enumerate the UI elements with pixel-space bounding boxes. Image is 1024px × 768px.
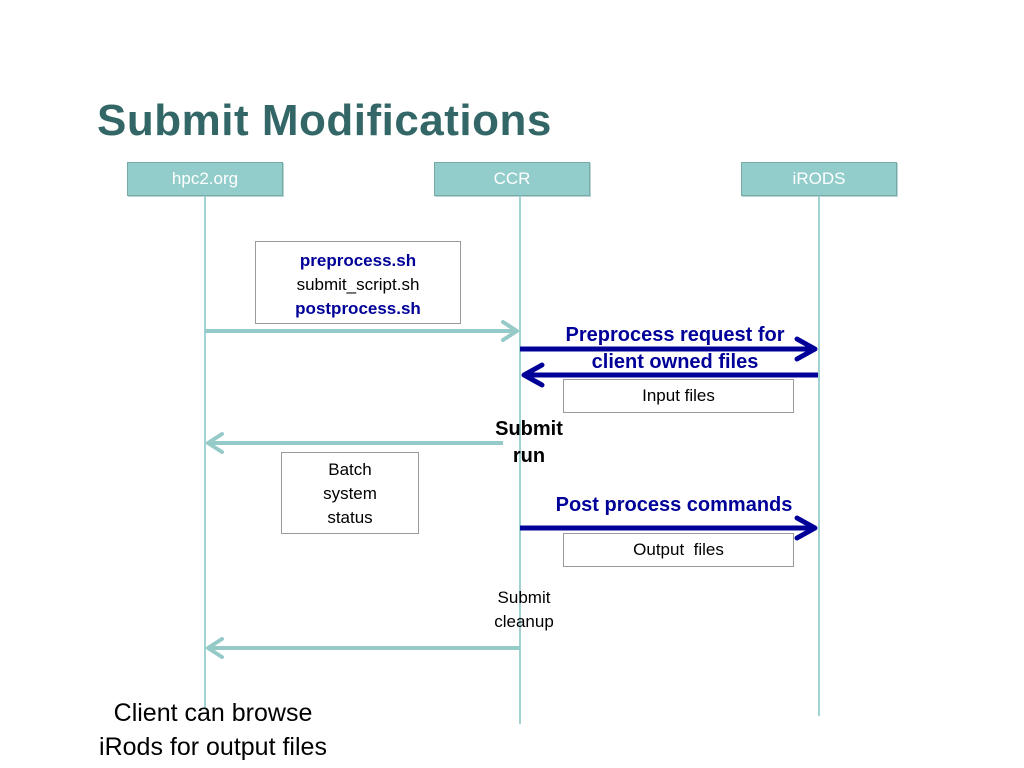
script-postprocess: postprocess.sh <box>295 299 421 318</box>
arrowhead-scripts-to-ccr <box>501 320 519 342</box>
script-preprocess: preprocess.sh <box>299 251 417 270</box>
actor-ccr: CCR <box>434 162 590 196</box>
arrowhead-preprocess-request <box>794 336 818 362</box>
arrowhead-cleanup <box>206 637 224 659</box>
lifeline-hpc2 <box>204 196 206 708</box>
arrowhead-post-process <box>794 515 818 541</box>
arrowhead-input-files <box>521 362 545 388</box>
footer-note: Client can browse iRods for output files <box>99 699 327 761</box>
batch-status-box: Batch system status <box>281 452 419 534</box>
actor-irods: iRODS <box>741 162 897 196</box>
label-preprocess-request: Preprocess request for client owned file… <box>565 324 785 373</box>
label-submit-cleanup: Submit cleanup <box>494 588 554 631</box>
slide-title: Submit Modifications <box>97 96 552 145</box>
scripts-box: preprocess.sh submit_script.sh postproce… <box>255 241 461 324</box>
script-submit: submit_script.sh <box>296 275 420 294</box>
arrowhead-batch-status <box>206 432 224 454</box>
label-post-process-commands: Post process commands <box>555 494 793 516</box>
label-submit-run: Submit run <box>495 418 563 467</box>
lifeline-ccr <box>519 196 521 724</box>
output-files-box: Output files <box>563 533 794 567</box>
batch-status-text: Batch system status <box>323 460 377 527</box>
input-files-box: Input files <box>563 379 794 413</box>
lifeline-irods <box>818 196 820 716</box>
actor-hpc2: hpc2.org <box>127 162 283 196</box>
